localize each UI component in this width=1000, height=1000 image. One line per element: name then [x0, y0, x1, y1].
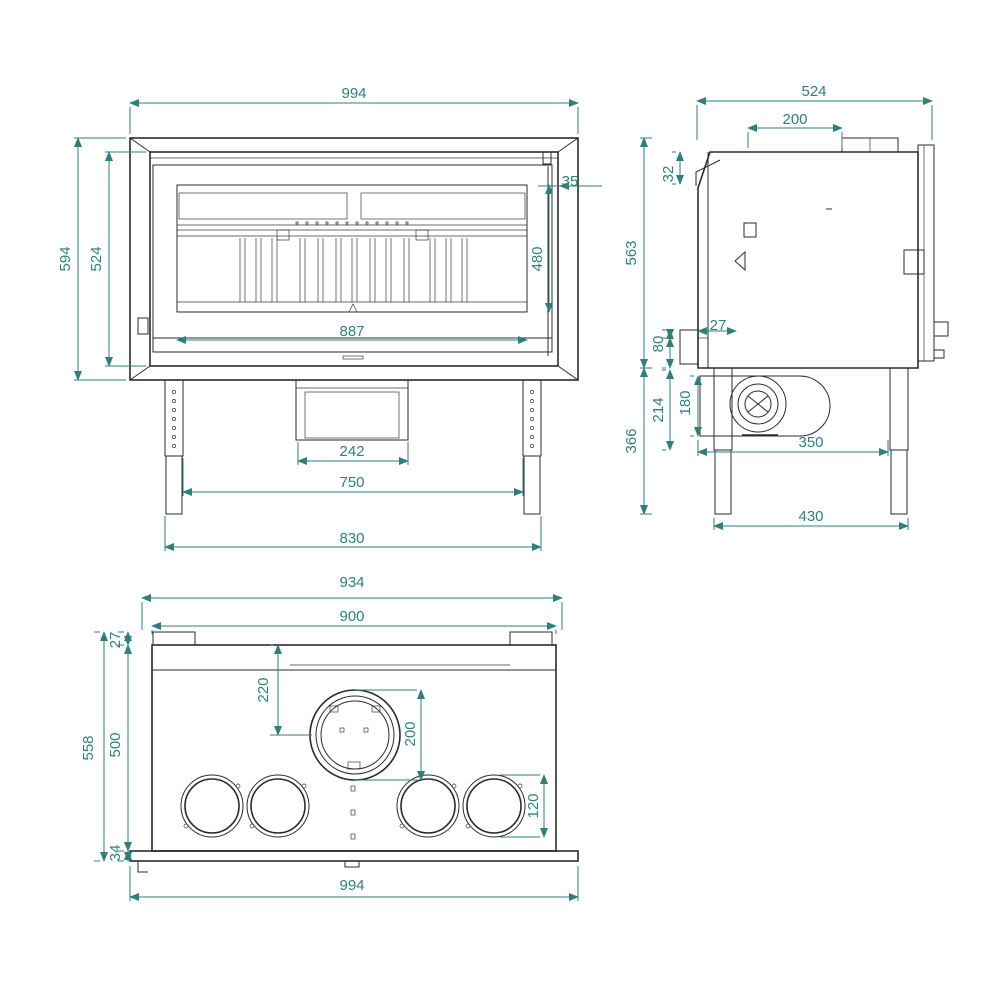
fan-assembly [699, 375, 831, 437]
dim-side-fan-depth: 350 [798, 434, 823, 451]
leg-adjustment-holes [172, 390, 534, 448]
dim-glass-width: 887 [339, 323, 364, 340]
dim-top-front-width: 994 [339, 877, 364, 894]
dim-side-flue: 200 [782, 111, 807, 128]
dim-side-leg-spacing: 430 [798, 508, 823, 525]
dim-top-body-depth: 500 [107, 732, 124, 757]
dim-top-flue-offset: 220 [255, 677, 272, 702]
dim-side-base-height: 80 [650, 336, 667, 353]
dim-top-overall-width: 934 [339, 574, 364, 591]
dim-glass-height: 480 [529, 246, 546, 271]
top-view [129, 631, 579, 873]
dim-front-door-height: 524 [88, 246, 105, 271]
dim-glass-offset: 35 [562, 173, 579, 190]
dim-front-frame-height: 594 [57, 246, 74, 271]
dim-side-fan-outer: 214 [650, 397, 667, 422]
grate-bars [239, 221, 468, 302]
dim-side-air-offset: 27 [710, 317, 727, 334]
dimension-lines [74, 97, 933, 901]
dim-side-top-offset: 32 [660, 166, 677, 183]
dim-leg-inner-spacing: 750 [339, 474, 364, 491]
dim-side-depth: 524 [801, 83, 826, 100]
dim-top-back-offset: 27 [107, 632, 124, 649]
dim-front-width: 994 [341, 85, 366, 102]
dim-side-fan-inner: 180 [677, 390, 694, 415]
dim-top-outlet-diameter: 120 [525, 793, 542, 818]
dim-top-front-lip: 34 [107, 845, 124, 862]
dim-top-body-width: 900 [339, 608, 364, 625]
dim-ash-drawer-width: 242 [339, 443, 364, 460]
dim-top-flue-diameter: 200 [402, 721, 419, 746]
dim-top-total-depth: 558 [80, 735, 97, 760]
side-view [679, 137, 949, 515]
dim-side-body-height: 563 [623, 240, 640, 265]
dim-side-leg-height: 366 [623, 428, 640, 453]
air-outlets [180, 774, 526, 838]
dim-leg-outer-spacing: 830 [339, 530, 364, 547]
flue-collar [309, 689, 401, 781]
